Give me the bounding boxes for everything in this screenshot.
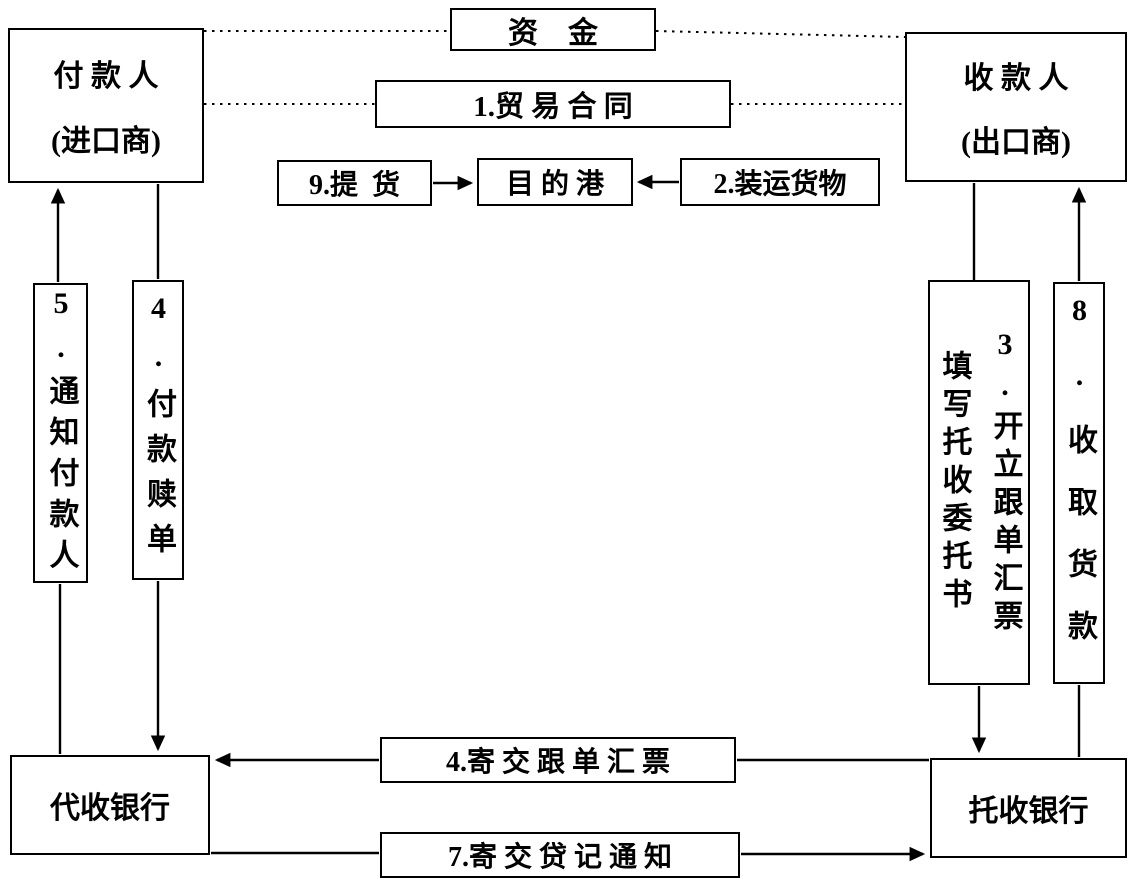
node-send-documentary-draft: 4.寄 交 跟 单 汇 票 bbox=[380, 737, 736, 783]
node-funds: 资 金 bbox=[450, 8, 656, 51]
node-pay-redeem-documents: 4.付款赎单 bbox=[132, 280, 184, 580]
remitting-bank-label: 托收银行 bbox=[968, 795, 1089, 828]
step3-line1: 3.开立跟单汇票 bbox=[988, 327, 1022, 638]
pickup-label: 9.提 货 bbox=[308, 170, 400, 201]
funds-label: 资 金 bbox=[508, 16, 598, 50]
send-draft-label: 4.寄 交 跟 单 汇 票 bbox=[445, 747, 670, 778]
payer-name: 付 款 人 bbox=[53, 60, 159, 93]
node-ship-goods: 2.装运货物 bbox=[680, 158, 880, 206]
payee-name: 收 款 人 bbox=[963, 62, 1069, 96]
step3-line2: 填写托收委托书 bbox=[937, 349, 971, 616]
edge-funds-payee-dashed bbox=[655, 30, 906, 38]
node-collect-payment: 8.收取货款 bbox=[1053, 282, 1105, 684]
notify-payer-label: 5.通知付款人 bbox=[44, 286, 78, 580]
node-fill-collection-order: 3.开立跟单汇票 填写托收委托书 bbox=[928, 280, 1030, 685]
node-notify-payer: 5.通知付款人 bbox=[33, 283, 88, 583]
port-label: 目 的 港 bbox=[505, 169, 604, 200]
node-trade-contract: 1.贸 易 合 同 bbox=[375, 80, 731, 128]
pay-redeem-label: 4.付款赎单 bbox=[142, 292, 175, 568]
ship-label: 2.装运货物 bbox=[713, 169, 847, 200]
collecting-bank-label: 代收银行 bbox=[50, 792, 170, 825]
collect-payment-label: 8.收取货款 bbox=[1063, 294, 1096, 672]
node-pickup-goods: 9.提 货 bbox=[277, 160, 432, 206]
send-credit-label: 7.寄 交 贷 记 通 知 bbox=[447, 842, 672, 873]
node-collecting-bank: 代收银行 bbox=[10, 755, 210, 855]
node-send-credit-advice: 7.寄 交 贷 记 通 知 bbox=[380, 832, 740, 878]
node-payer: 付 款 人 (进口商) bbox=[8, 28, 204, 183]
payee-subtitle: (出口商) bbox=[961, 125, 1071, 159]
node-payee: 收 款 人 (出口商) bbox=[905, 32, 1127, 182]
node-remitting-bank: 托收银行 bbox=[930, 758, 1127, 858]
node-destination-port: 目 的 港 bbox=[477, 158, 633, 206]
contract-label: 1.贸 易 合 同 bbox=[473, 91, 633, 123]
payer-subtitle: (进口商) bbox=[51, 125, 161, 158]
